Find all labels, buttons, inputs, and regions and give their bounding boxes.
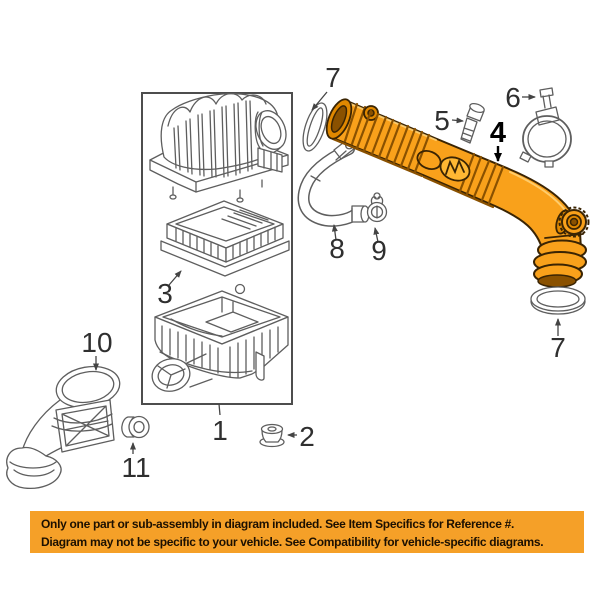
callout-label-10: 10 [81,327,112,358]
callout-arrow-3 [168,270,182,286]
callout-labels: 7 5 6 4 8 9 3 10 1 2 11 7 [81,62,565,483]
callout-label-1: 1 [212,415,228,446]
callout-label-9: 9 [371,235,387,266]
bolt-art [460,102,485,144]
callout-arrow-7-top [311,91,328,111]
disclaimer-line-1: Only one part or sub-assembly in diagram… [41,517,515,531]
intake-duct-art [325,98,590,288]
disclaimer-banner: Only one part or sub-assembly in diagram… [30,511,584,553]
air-filter-art [160,200,290,277]
disclaimer-line-2: Diagram may not be specific to your vehi… [41,535,544,549]
hose-clamp-large-art [519,87,572,168]
assembly-frame-rect [141,92,293,405]
grommet-art [259,423,285,448]
callout-label-7-bottom: 7 [550,332,566,363]
callout-label-3: 3 [157,278,173,309]
bushing-art [121,415,150,439]
callout-label-5: 5 [434,105,450,136]
callout-arrows [93,91,561,454]
callout-arrow-8 [331,224,338,241]
hose-clamp-small-art [366,192,388,223]
callout-arrow-5 [451,117,464,124]
callout-arrow-9 [373,227,380,243]
callout-label-2: 2 [299,421,315,452]
callout-label-11: 11 [121,452,150,483]
air-box-lower-art [151,283,289,392]
callout-label-7-top: 7 [325,62,341,93]
callout-line-1 [218,403,221,416]
callout-label-6: 6 [505,82,521,113]
seal-ring-bottom-art [530,286,586,315]
seal-ring-top-art [302,102,328,152]
air-cleaner-cover-art [149,93,289,203]
callout-label-4: 4 [490,117,506,149]
callout-label-8: 8 [329,233,345,264]
inlet-duct-art [6,365,121,490]
